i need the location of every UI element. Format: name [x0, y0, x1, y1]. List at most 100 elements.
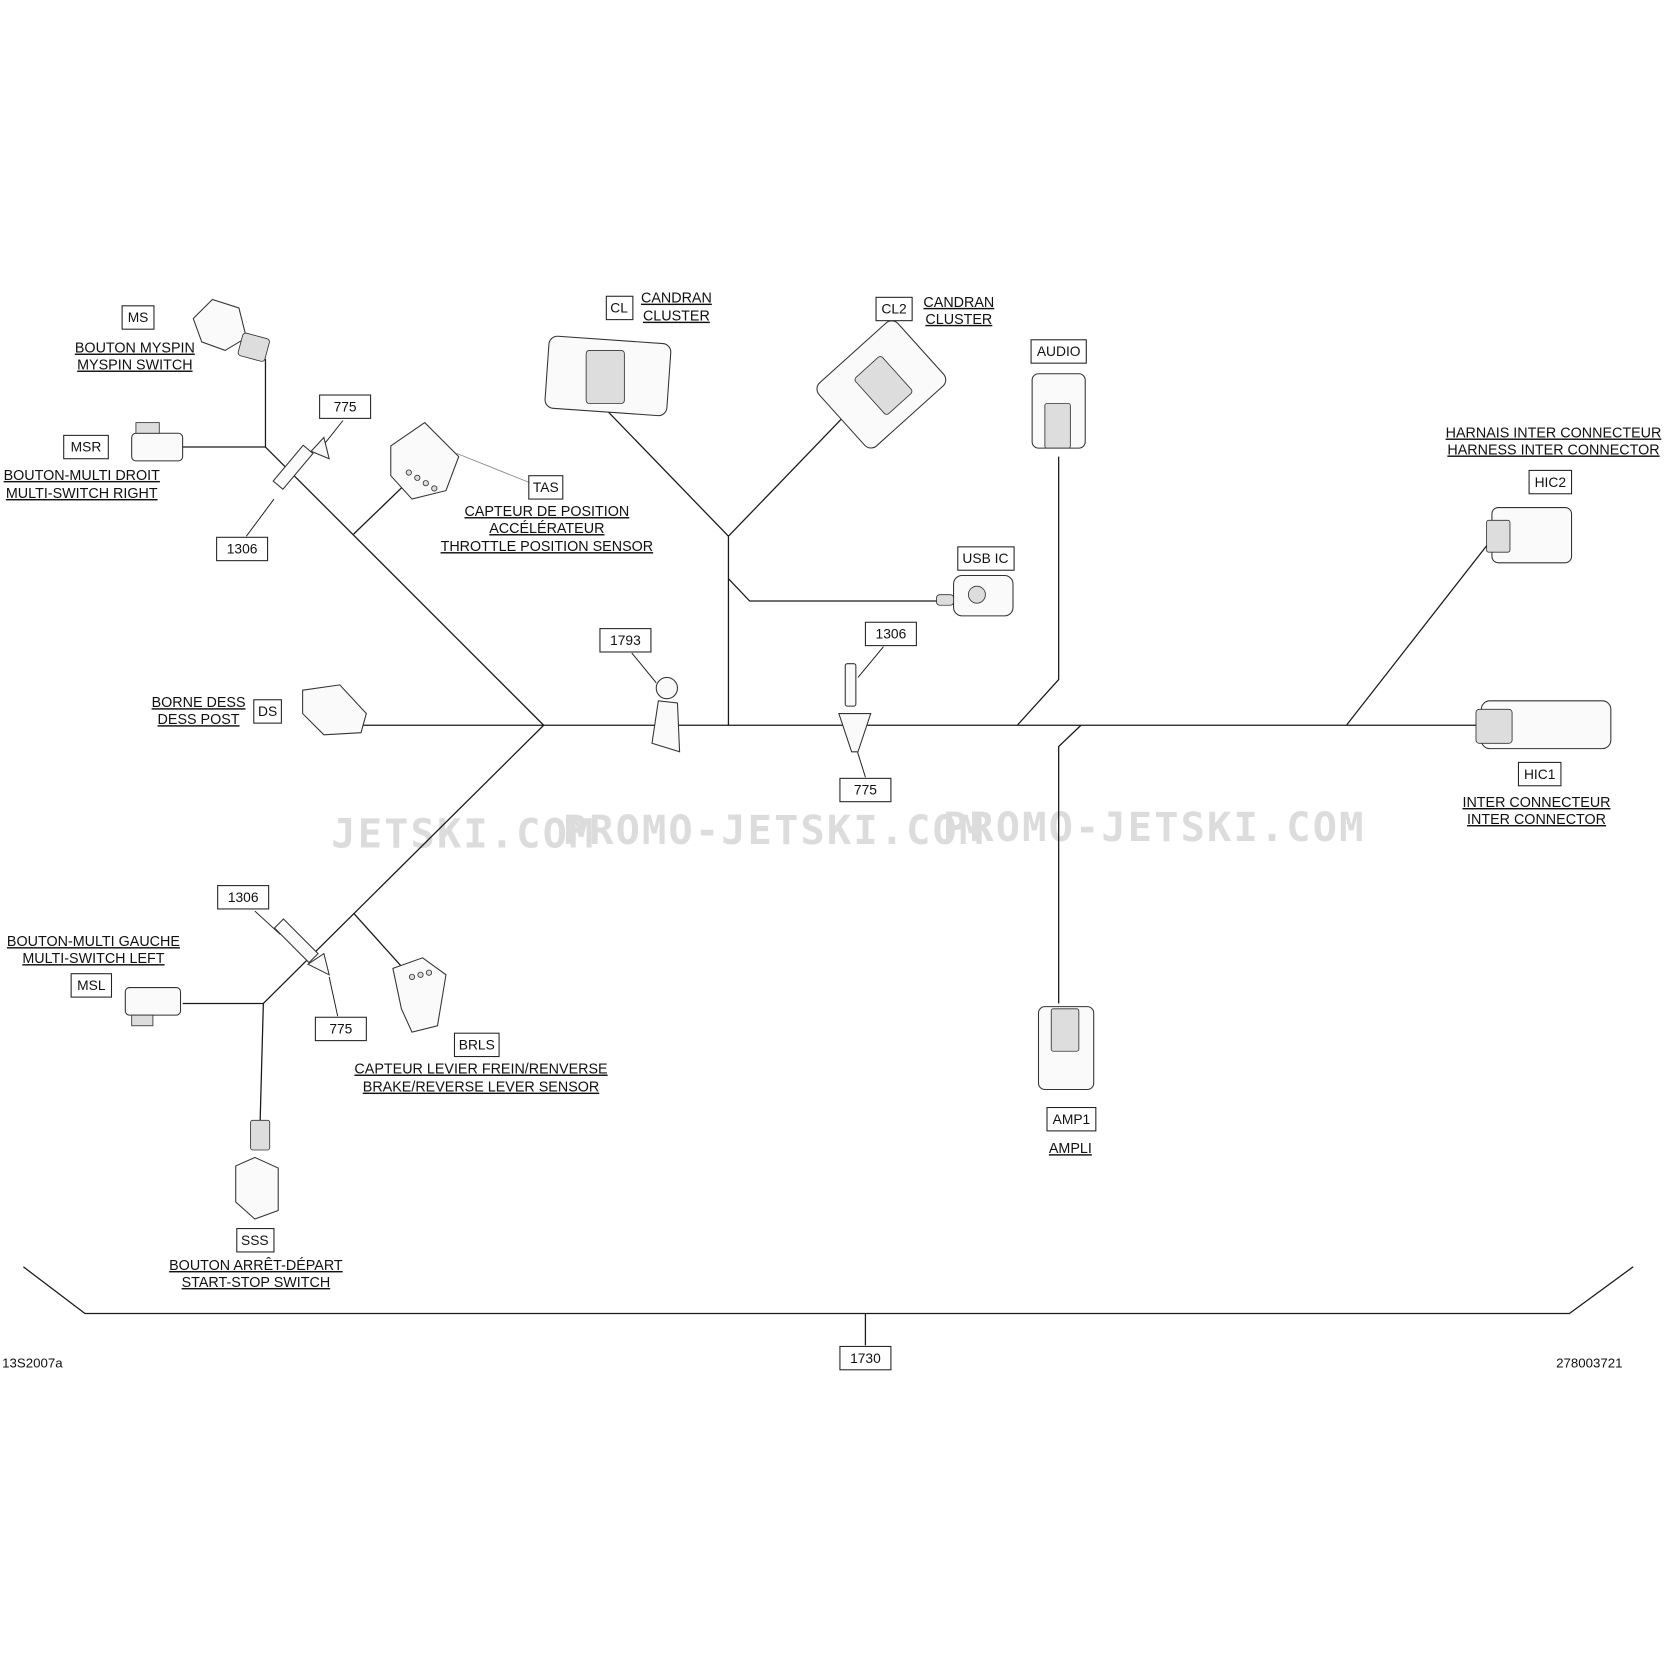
label-hic2-fr: HARNAIS INTER CONNECTEUR: [1446, 425, 1662, 441]
component-labels: BOUTON MYSPIN MYSPIN SWITCH BOUTON-MULTI…: [4, 291, 1662, 1291]
label-msr-en: MULTI-SWITCH RIGHT: [6, 486, 158, 502]
cl2-wire: [727, 418, 842, 537]
tag-hic2: HIC2: [1528, 469, 1573, 495]
tag-1306-upper: 1306: [216, 536, 269, 562]
svg-text:TAS: TAS: [533, 480, 559, 495]
svg-text:775: 775: [854, 783, 877, 798]
reference-tags: MS MSR 775 1306 TAS CL CL2 AUDIO HIC2 US…: [63, 295, 1573, 1371]
amp1-wire: [1058, 724, 1082, 1004]
svg-text:1306: 1306: [228, 890, 259, 905]
svg-text:HIC2: HIC2: [1535, 475, 1566, 490]
tag-1793: 1793: [599, 628, 652, 653]
label-myspin-fr: BOUTON MYSPIN: [75, 341, 195, 357]
watermark: JETSKI.COM PROMO-JETSKI.COM PROMO-JETSKI…: [331, 804, 1366, 857]
fuse-holder-1306-775-lower: [273, 918, 330, 976]
watermark-text: PROMO-JETSKI.COM: [563, 807, 986, 854]
hic2-connector: [1486, 507, 1573, 564]
tag-775-lower: 775: [314, 1016, 367, 1042]
tag-sss: SSS: [236, 1228, 275, 1253]
label-tas-fr2: ACCÉLÉRATEUR: [489, 520, 604, 537]
watermark-text: PROMO-JETSKI.COM: [943, 804, 1366, 851]
label-brls-en: BRAKE/REVERSE LEVER SENSOR: [363, 1080, 600, 1096]
watermark-text: JETSKI.COM: [331, 810, 595, 857]
svg-text:USB IC: USB IC: [962, 551, 1008, 566]
svg-text:1730: 1730: [850, 1351, 881, 1366]
tag-usb-ic: USB IC: [957, 546, 1015, 571]
label-tas-en: THROTTLE POSITION SENSOR: [441, 539, 654, 555]
label-cl2-fr: CANDRAN: [923, 295, 994, 311]
label-brls-fr: CAPTEUR LEVIER FREIN/RENVERSE: [354, 1062, 607, 1078]
brls-connector: [392, 957, 447, 1033]
svg-text:1306: 1306: [876, 627, 907, 642]
harness-wires: [22, 358, 1634, 1346]
tag-msl: MSL: [70, 973, 113, 998]
tag-775-upper: 775: [319, 394, 372, 419]
connectors: [124, 298, 1612, 1220]
svg-text:CL2: CL2: [881, 302, 906, 317]
tag-brls: BRLS: [453, 1032, 500, 1058]
audio-connector: [1031, 373, 1086, 449]
cl-wire: [604, 408, 729, 537]
sss-wire: [259, 1003, 264, 1121]
lower-left-branch: [262, 724, 545, 1004]
svg-text:1793: 1793: [610, 633, 641, 648]
fuse-holder-1306-775-upper: [272, 436, 330, 490]
svg-text:1306: 1306: [227, 542, 258, 557]
tag-775-center: 775: [839, 777, 892, 803]
svg-text:775: 775: [334, 399, 357, 414]
label-amp1: AMPLI: [1049, 1141, 1092, 1157]
label-cl-en: CLUSTER: [643, 309, 710, 325]
label-tas-fr: CAPTEUR DE POSITION: [464, 504, 629, 520]
label-ds-fr: BORNE DESS: [152, 695, 246, 711]
svg-text:SSS: SSS: [241, 1233, 269, 1248]
cl-cluster-connector: [544, 335, 672, 417]
audio-wire: [1016, 456, 1060, 726]
svg-text:775: 775: [329, 1022, 352, 1037]
svg-text:AUDIO: AUDIO: [1037, 344, 1081, 359]
svg-text:MS: MS: [128, 310, 149, 325]
msl-connector: [124, 987, 182, 1027]
amp1-connector: [1037, 1006, 1095, 1091]
label-ds-en: DESS POST: [158, 712, 240, 728]
tag-amp1: AMP1: [1046, 1106, 1097, 1132]
tag-msr: MSR: [63, 434, 109, 460]
fuse-holder-1306-775-center: [838, 663, 872, 753]
tag-ms: MS: [121, 305, 155, 330]
myspin-switch-connector: [192, 298, 270, 362]
hic2-wire: [1345, 535, 1495, 726]
svg-text:AMP1: AMP1: [1053, 1112, 1091, 1127]
throttle-position-sensor-connector: [390, 421, 460, 500]
usb-wire: [727, 578, 937, 602]
tag-tas: TAS: [528, 475, 564, 500]
upper-left-branch: [265, 446, 545, 726]
svg-text:MSL: MSL: [77, 978, 106, 993]
bracket-1730: [22, 1266, 1634, 1315]
diagram-code: 13S2007a: [2, 1356, 63, 1371]
ds-connector: [302, 684, 367, 736]
label-myspin-en: MYSPIN SWITCH: [77, 358, 192, 374]
tag-1306-lower: 1306: [217, 885, 270, 910]
label-sss-fr: BOUTON ARRÊT-DÉPART: [169, 1257, 343, 1274]
label-cl2-en: CLUSTER: [925, 312, 992, 328]
tag-1306-center: 1306: [864, 621, 917, 647]
label-hic1-en: INTER CONNECTOR: [1467, 812, 1606, 828]
tag-audio: AUDIO: [1030, 339, 1087, 364]
part-number: 278003721: [1556, 1356, 1622, 1371]
cl2-cluster-connector: [816, 320, 947, 449]
label-msl-fr: BOUTON-MULTI GAUCHE: [7, 934, 180, 950]
svg-text:HIC1: HIC1: [1524, 767, 1555, 782]
svg-text:DS: DS: [258, 704, 277, 719]
brls-wire: [353, 912, 402, 967]
hic1-connector: [1475, 700, 1612, 750]
tag-ds: DS: [253, 699, 282, 724]
label-sss-en: START-STOP SWITCH: [182, 1275, 331, 1291]
usb-ic-connector: [936, 574, 1014, 617]
label-msr-fr: BOUTON-MULTI DROIT: [4, 468, 161, 484]
tag-hic1: HIC1: [1517, 761, 1562, 787]
label-hic1-fr: INTER CONNECTEUR: [1462, 795, 1610, 811]
svg-text:BRLS: BRLS: [459, 1038, 495, 1053]
svg-text:MSR: MSR: [71, 440, 102, 455]
label-hic2-en: HARNESS INTER CONNECTOR: [1447, 442, 1659, 458]
